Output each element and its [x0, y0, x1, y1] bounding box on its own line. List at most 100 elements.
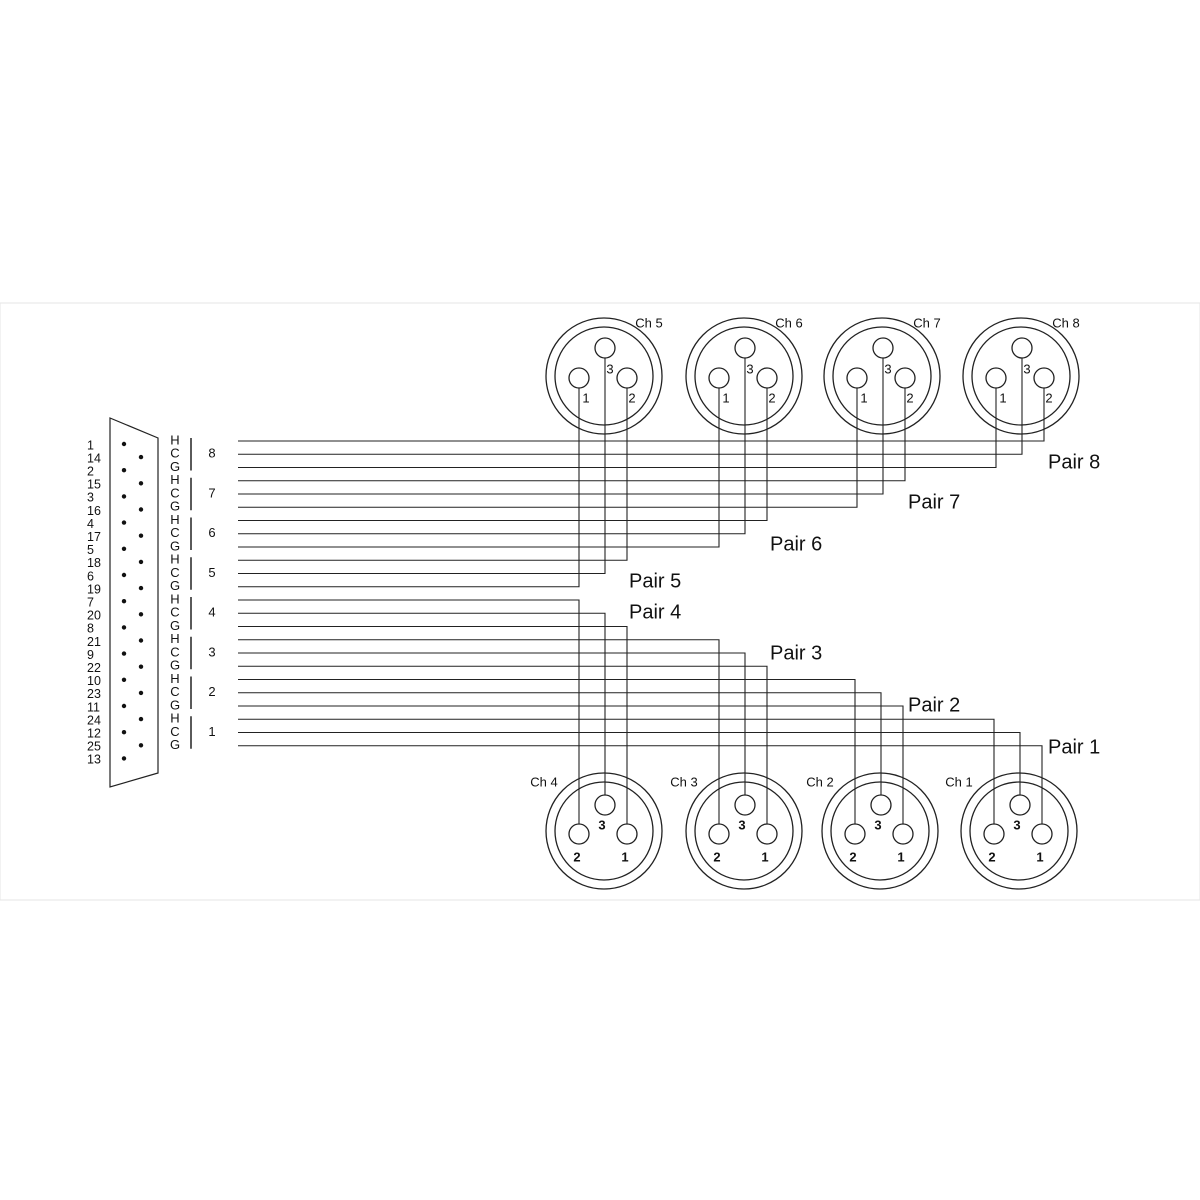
wire: [238, 639, 720, 824]
xlr-pin-label: 2: [1045, 390, 1052, 405]
db25-pin-label: 17: [87, 530, 101, 544]
wire: [238, 358, 606, 575]
channel-label: Ch 7: [913, 315, 940, 330]
db25-pin-dot: [121, 546, 127, 551]
signal-label: H: [170, 472, 179, 487]
xlr-pin: [872, 337, 894, 359]
db25-pin-label: 14: [87, 451, 101, 465]
xlr-connector: 2 3 1 Ch 3: [670, 772, 803, 890]
xlr-pin-label: 3: [874, 817, 881, 832]
db25-pin-dot: [121, 441, 127, 447]
db25-pin-dot: [138, 454, 144, 460]
xlr-pin-label: 1: [722, 390, 729, 405]
wire: [238, 388, 720, 548]
db25-pin-label: 16: [87, 504, 101, 518]
db25-pin-dot: [138, 585, 144, 591]
wire: [238, 731, 1021, 795]
wire: [238, 388, 858, 508]
wire: [238, 388, 768, 522]
signal-label: H: [170, 711, 179, 726]
pair-label: Pair 6: [770, 533, 822, 555]
xlr-pin-label: 2: [713, 849, 720, 864]
signal-label: H: [170, 512, 179, 527]
xlr-outer-ring: [960, 772, 1078, 890]
xlr-pin: [1009, 794, 1031, 816]
db25-pin-dot: [138, 507, 144, 512]
signal-label: H: [170, 671, 179, 686]
xlr-inner-ring: [554, 326, 654, 426]
channel-label: Ch 8: [1052, 315, 1079, 330]
xlr-outer-ring: [685, 317, 803, 435]
db25-pin-label: 22: [87, 661, 101, 675]
signal-label: H: [170, 552, 179, 567]
signal-label: C: [170, 684, 179, 699]
db25-pin-label: 24: [87, 713, 101, 727]
signal-label: C: [170, 644, 179, 659]
xlr-pin: [846, 367, 868, 389]
db25-pin-dot: [138, 638, 144, 643]
xlr-pin: [985, 367, 1007, 389]
pair-number: 6: [208, 525, 215, 540]
xlr-pin: [756, 823, 778, 845]
signal-label: C: [170, 446, 179, 461]
xlr-pin-label: 2: [768, 390, 775, 405]
db25-pin-label: 20: [87, 609, 101, 623]
xlr-inner-ring: [554, 781, 654, 881]
xlr-pin-label: 2: [849, 849, 856, 864]
wire: [238, 358, 884, 495]
xlr-pin-label: 2: [573, 849, 580, 864]
xlr-pin-label: 1: [582, 390, 589, 405]
wire: [238, 692, 882, 795]
db25-pin-dot: [138, 743, 144, 748]
wire: [238, 388, 997, 469]
wire: [238, 678, 856, 824]
signal-label: C: [170, 605, 179, 620]
db25-pin-label: 11: [87, 700, 100, 714]
wire: [238, 652, 746, 795]
pair-label: Pair 3: [770, 642, 822, 664]
signal-label: G: [170, 538, 180, 553]
xlr-pin: [616, 823, 638, 845]
xlr-pin-label: 1: [897, 849, 904, 864]
db25-pin-dot: [138, 612, 144, 617]
xlr-inner-ring: [971, 326, 1071, 426]
xlr-pin-label: 3: [738, 817, 745, 832]
wire: [238, 358, 746, 535]
xlr-inner-ring: [830, 781, 930, 881]
signal-label: G: [170, 697, 180, 712]
xlr-pin-label: 1: [1036, 849, 1043, 864]
signal-label: H: [170, 432, 179, 447]
pair-number: 3: [208, 644, 215, 659]
db25-pin-dot: [138, 559, 144, 565]
db25-pin-label: 9: [87, 648, 94, 662]
db25-pin-label: 4: [87, 517, 94, 531]
xlr-pin-label: 1: [761, 849, 768, 864]
channel-label: Ch 2: [806, 774, 833, 789]
db25-pin-dot: [138, 664, 144, 669]
xlr-pin: [1011, 337, 1033, 359]
xlr-pin-label: 3: [606, 361, 613, 376]
db25-pin-dot: [121, 730, 127, 735]
xlr-pin-label: 3: [746, 361, 753, 376]
xlr-pin-label: 3: [598, 817, 605, 832]
xlr-pin: [568, 367, 590, 389]
xlr-outer-ring: [962, 317, 1080, 435]
db25-pin-label: 19: [87, 582, 101, 596]
pair-number: 7: [208, 485, 215, 500]
db25-pin-dot: [121, 625, 127, 630]
signal-label: H: [170, 591, 179, 606]
wire: [238, 388, 580, 588]
wire: [238, 388, 628, 561]
signal-label: C: [170, 565, 179, 580]
xlr-inner-ring: [969, 781, 1069, 881]
xlr-pin-label: 3: [1023, 361, 1030, 376]
xlr-connector: 2 3 1 Ch 2: [806, 772, 939, 890]
db25-pin-dot: [121, 599, 127, 604]
channel-label: Ch 3: [670, 774, 697, 789]
pair-number: 1: [208, 724, 215, 739]
